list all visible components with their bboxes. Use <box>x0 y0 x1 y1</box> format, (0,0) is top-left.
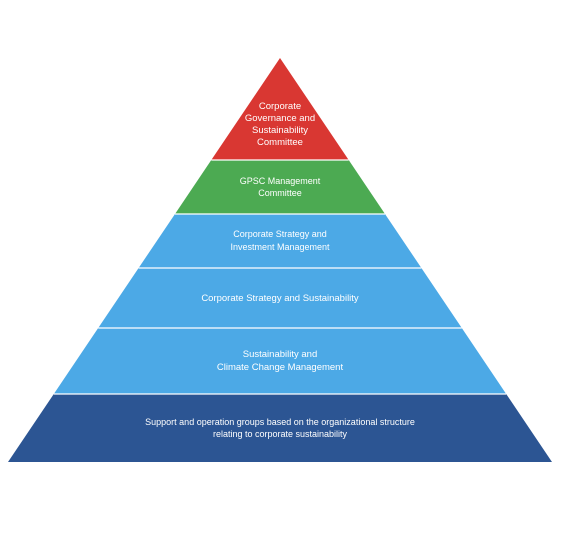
tier-management-committee-line: Committee <box>258 188 302 198</box>
tier-strategy-sustainability-shape <box>98 268 462 328</box>
tier-strategy-investment-line: Investment Management <box>230 242 330 252</box>
tier-governance-committee-line: Committee <box>257 137 303 148</box>
tier-governance-committee-line: Governance and <box>244 113 316 124</box>
tier-support-groups-label: Support and operation groups based on th… <box>0 416 561 440</box>
tier-governance-committee-line: Corporate <box>258 101 302 112</box>
tier-governance-committee-line: Sustainability <box>252 125 308 136</box>
tier-strategy-sustainability-line: Corporate Strategy and Sustainability <box>201 292 359 304</box>
tier-management-committee-line: GPSC Management <box>239 176 321 186</box>
tier-climate-change-line: Sustainability and <box>242 349 318 360</box>
tier-strategy-investment-line: Corporate Strategy and <box>233 229 327 239</box>
tier-strategy-investment-shape <box>138 214 422 268</box>
tier-climate-change-line: Climate Change Management <box>216 362 344 373</box>
tier-support-groups-line: Support and operation groups based on th… <box>145 417 415 427</box>
tier-climate-change-shape <box>53 328 507 394</box>
tier-support-groups-shape <box>8 394 552 462</box>
tier-support-groups-line: relating to corporate sustainability <box>212 429 348 439</box>
tier-strategy-sustainability-label: Corporate Strategy and Sustainability <box>0 292 561 305</box>
tier-governance-committee-shape <box>211 58 349 160</box>
tier-management-committee-shape <box>175 160 385 214</box>
